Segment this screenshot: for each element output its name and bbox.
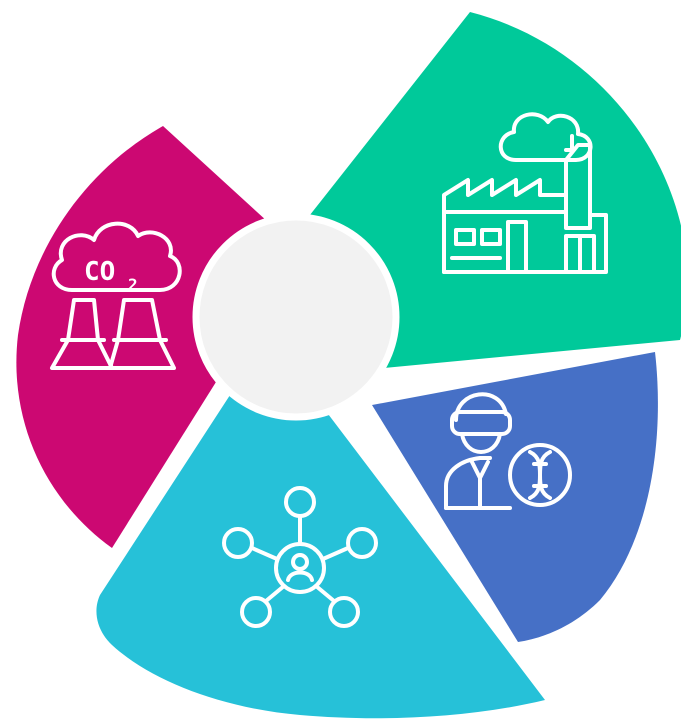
factory-icon xyxy=(442,112,608,274)
segment-research xyxy=(372,352,658,642)
network-person-icon xyxy=(222,486,378,628)
co2-subscript: 2 xyxy=(128,275,138,294)
scientist-dna-icon xyxy=(444,392,572,510)
co2-cooling-towers-icon xyxy=(50,221,182,370)
center-circle xyxy=(192,213,400,421)
co2-label: CO xyxy=(84,257,115,287)
segment-emissions xyxy=(16,126,268,548)
